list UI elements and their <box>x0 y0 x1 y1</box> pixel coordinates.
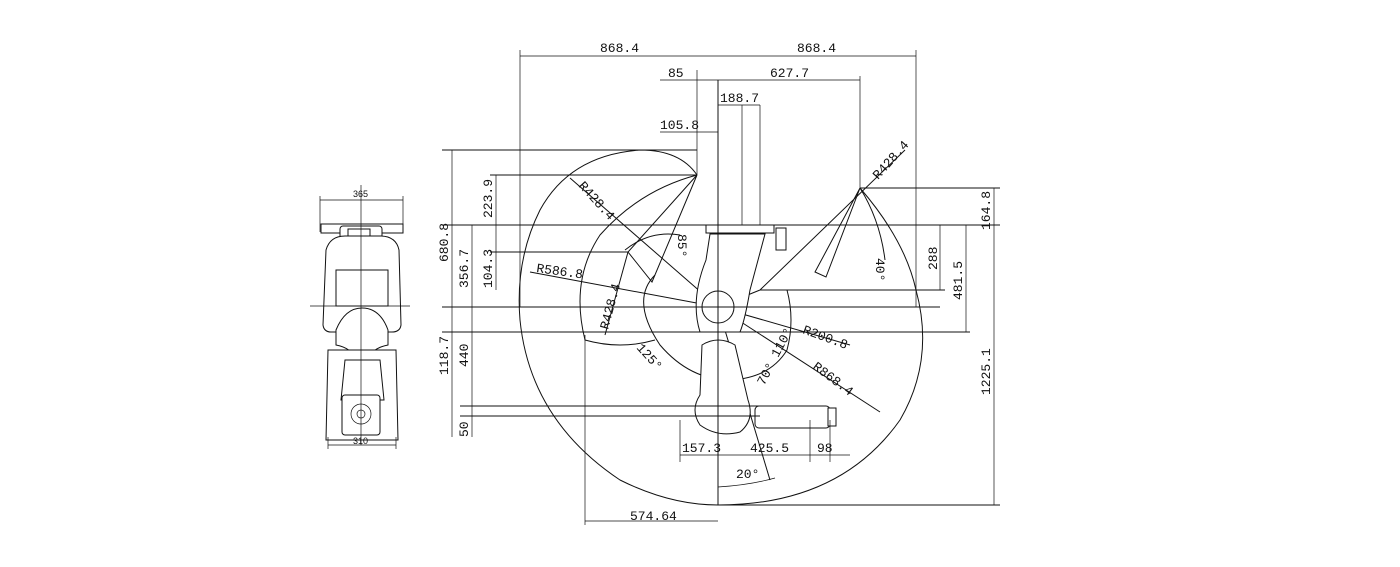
dim-680: 680.8 <box>437 223 452 262</box>
dim-118: 118.7 <box>437 336 452 375</box>
dim-574: 574.64 <box>630 509 677 524</box>
dim-440: 440 <box>457 344 472 367</box>
side-bottom-width: 310 <box>353 436 368 446</box>
side-view: 365 310 <box>310 185 410 449</box>
dim-157: 157.3 <box>682 441 721 456</box>
radius-left: R428.4 <box>597 282 624 331</box>
dim-105: 105.8 <box>660 118 699 133</box>
radius-top-left: R428.4 <box>575 179 618 224</box>
bottom-dimensions: 157.3 425.5 98 20° 574.64 <box>584 335 850 525</box>
right-dimensions: 164.8 288 481.5 1225.1 <box>926 188 995 505</box>
radius-586: R586.8 <box>535 261 583 282</box>
dim-356: 356.7 <box>457 249 472 288</box>
radius-200: R200.8 <box>801 323 850 353</box>
dim-1225: 1225.1 <box>979 348 994 395</box>
dim-868-right: 868.4 <box>797 41 836 56</box>
side-top-width: 365 <box>353 189 368 199</box>
left-dimensions: 680.8 223.9 356.7 104.3 118.7 440 50 <box>437 150 497 437</box>
dim-104: 104.3 <box>481 249 496 288</box>
dim-223: 223.9 <box>481 179 496 218</box>
dim-85: 85 <box>668 66 684 81</box>
dim-164: 164.8 <box>979 191 994 230</box>
angle-85: 85° <box>674 234 689 257</box>
dim-425: 425.5 <box>750 441 789 456</box>
top-dimensions: 868.4 868.4 85 627.7 188.7 105.8 <box>519 41 917 307</box>
dim-98: 98 <box>817 441 833 456</box>
angle-20: 20° <box>736 467 759 482</box>
dim-188: 188.7 <box>720 91 759 106</box>
dim-481: 481.5 <box>951 261 966 300</box>
angle-40: 40° <box>872 258 887 281</box>
radius-868: R868.4 <box>810 359 857 399</box>
dim-288: 288 <box>926 247 941 270</box>
dim-50: 50 <box>457 421 472 437</box>
radius-top-right: R428.4 <box>870 138 913 183</box>
workspace-view <box>442 80 1000 506</box>
dim-868-left: 868.4 <box>600 41 639 56</box>
dim-627: 627.7 <box>770 66 809 81</box>
